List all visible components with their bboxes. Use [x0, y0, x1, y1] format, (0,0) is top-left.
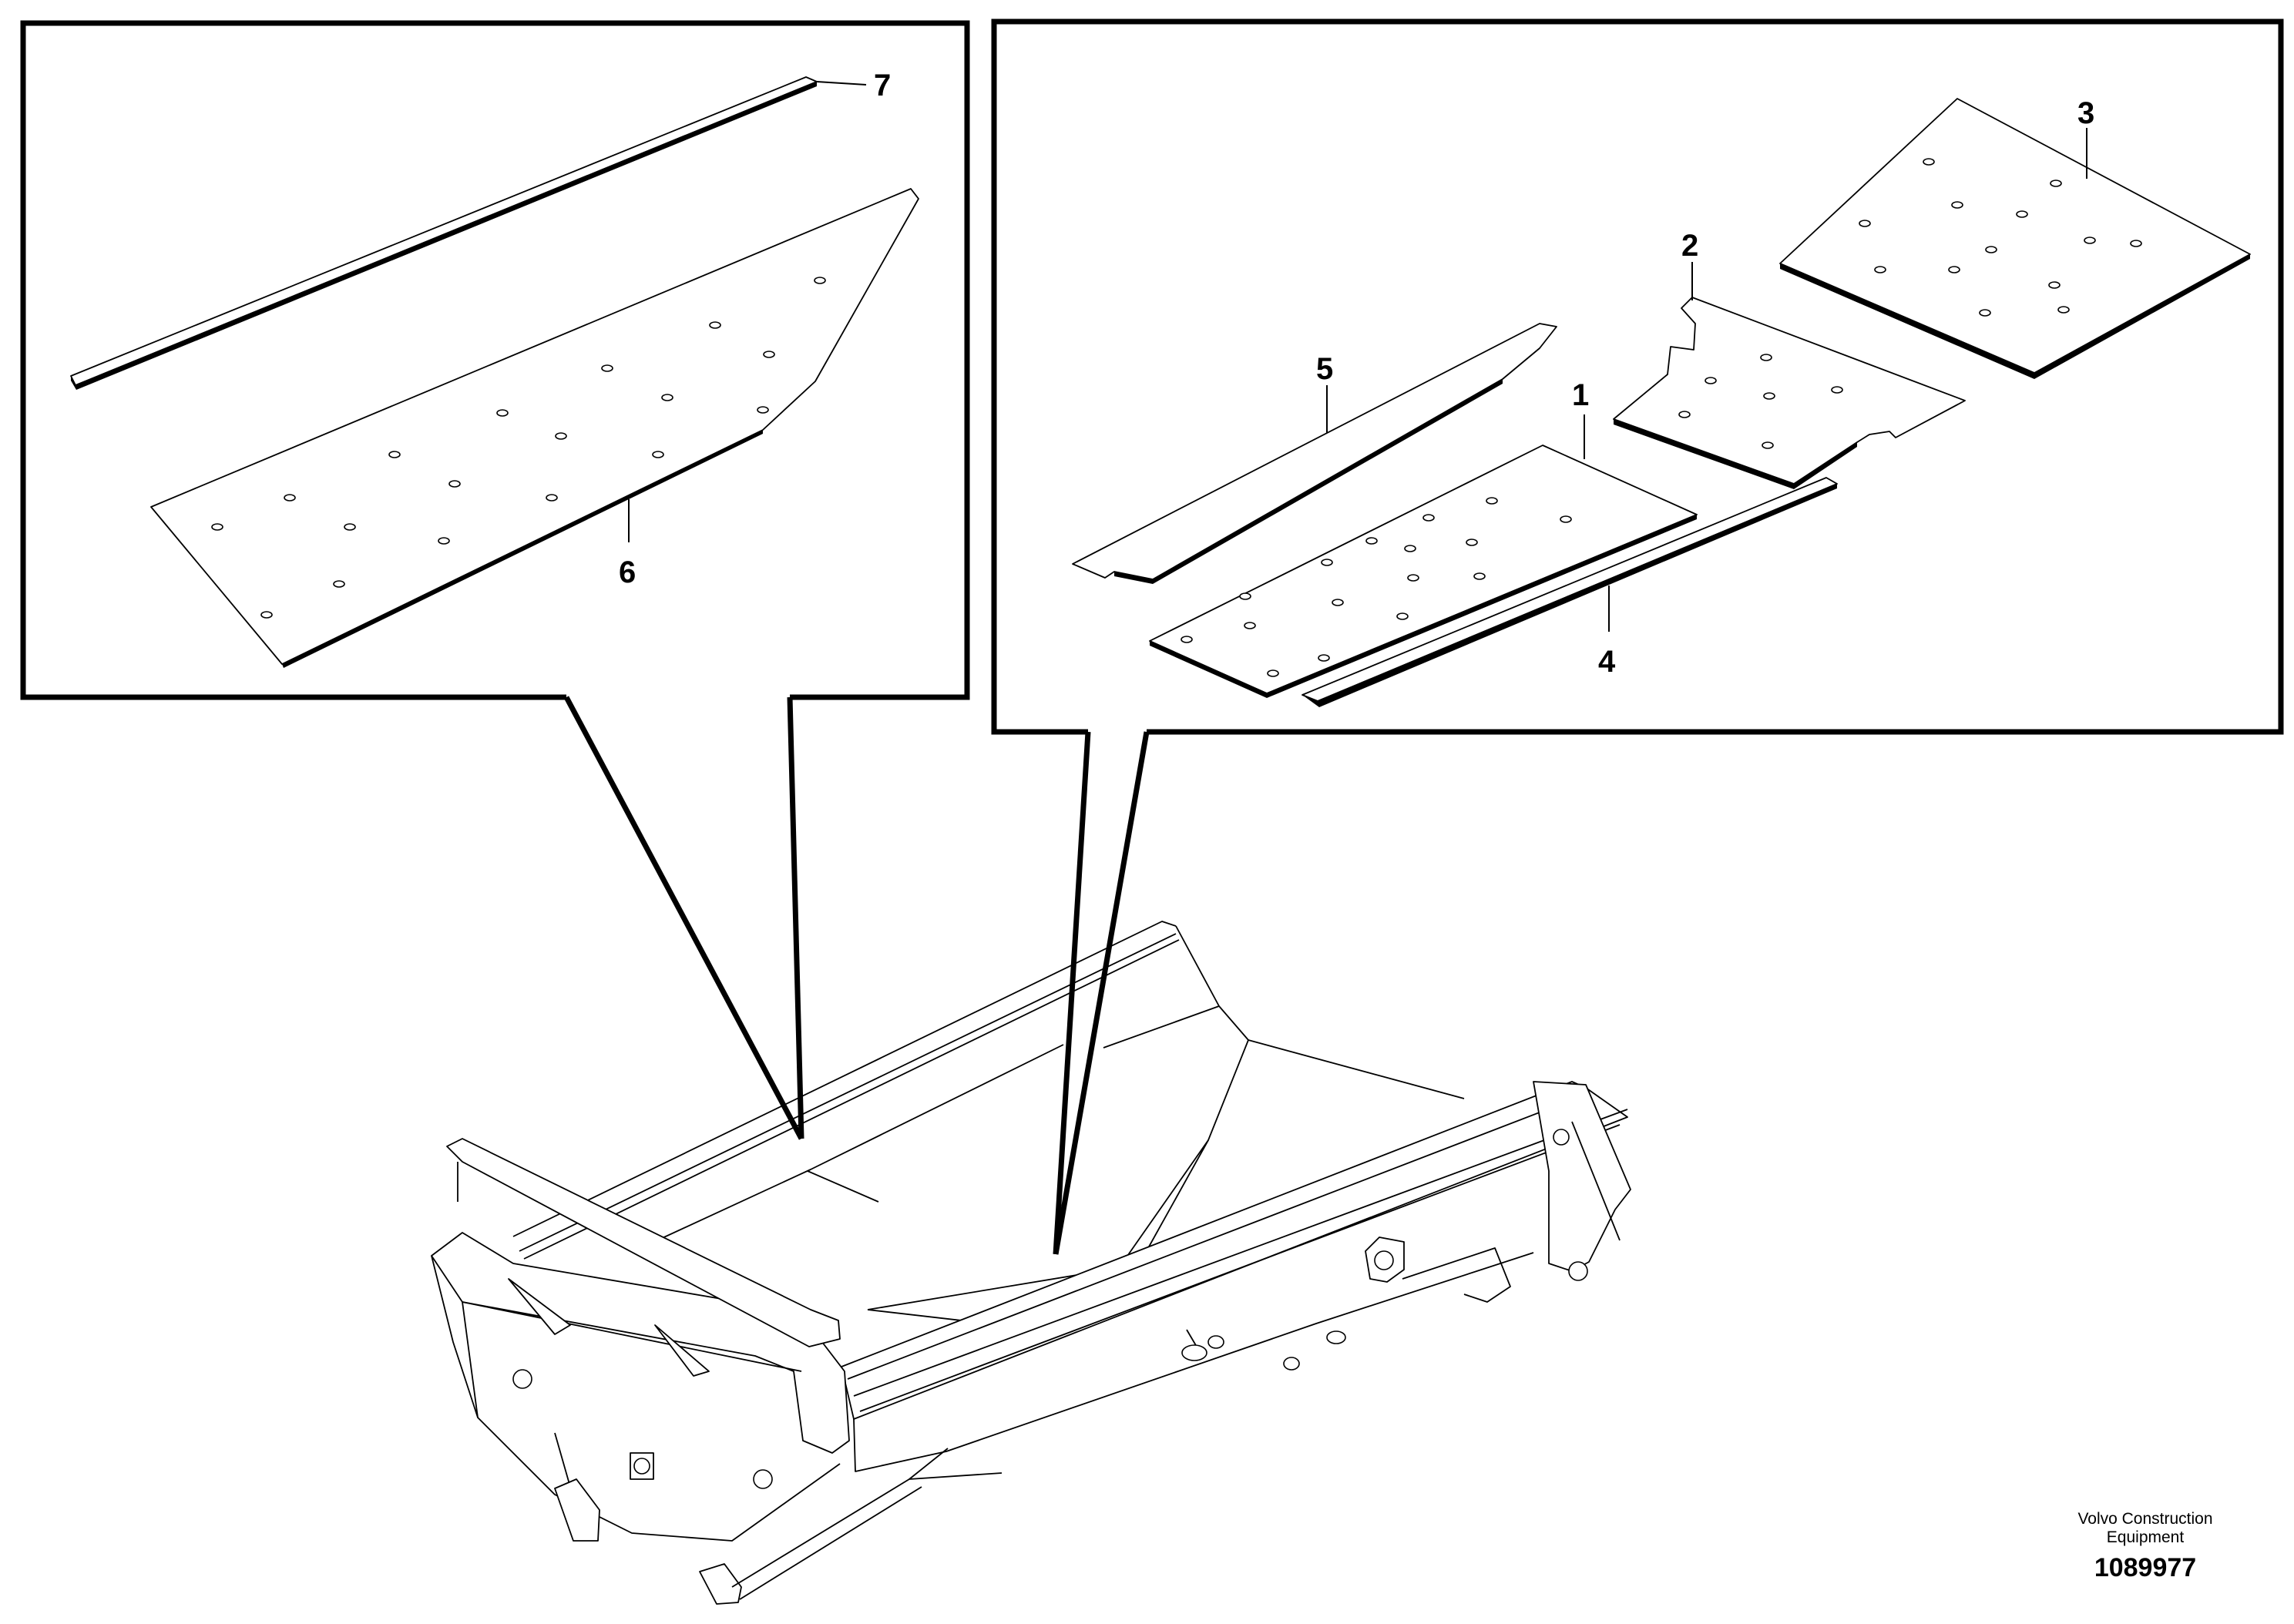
part-5-side-strip: 5 — [1072, 323, 1557, 584]
part-7-strip: 7 — [70, 69, 891, 390]
brand-line-2: Equipment — [2107, 1528, 2185, 1546]
leader-7 — [816, 81, 867, 86]
brand-line-1: Volvo Construction — [2077, 1510, 2212, 1528]
callout-7: 7 — [874, 69, 891, 102]
part-2-floor-plate: 2 — [1613, 229, 1966, 489]
part-1-floor-plate: 1 — [1149, 378, 1698, 698]
part-4-side-strip: 4 — [1302, 477, 1838, 707]
callout-1: 1 — [1572, 378, 1589, 412]
part-2-bolt-holes — [1678, 354, 1843, 449]
callout-4: 4 — [1598, 645, 1616, 679]
drawing-number: 1089977 — [2094, 1553, 2196, 1582]
part-3-bolt-holes — [1859, 158, 2142, 317]
part-6-bolt-holes — [211, 277, 826, 619]
detail-box-right — [991, 18, 2284, 1255]
callout-3: 3 — [2077, 96, 2094, 130]
dump-body-assembly — [431, 921, 1631, 1605]
callout-5: 5 — [1316, 352, 1333, 386]
part-1-bolt-holes — [1181, 497, 1572, 677]
detail-box-left — [20, 20, 970, 1140]
callout-2: 2 — [1681, 229, 1698, 263]
drawing-footer: Volvo Construction Equipment 1089977 — [2077, 1510, 2212, 1582]
callout-6: 6 — [619, 555, 636, 589]
part-6-side-plate: 6 — [150, 188, 919, 668]
part-3-floor-plate: 3 — [1779, 96, 2251, 379]
